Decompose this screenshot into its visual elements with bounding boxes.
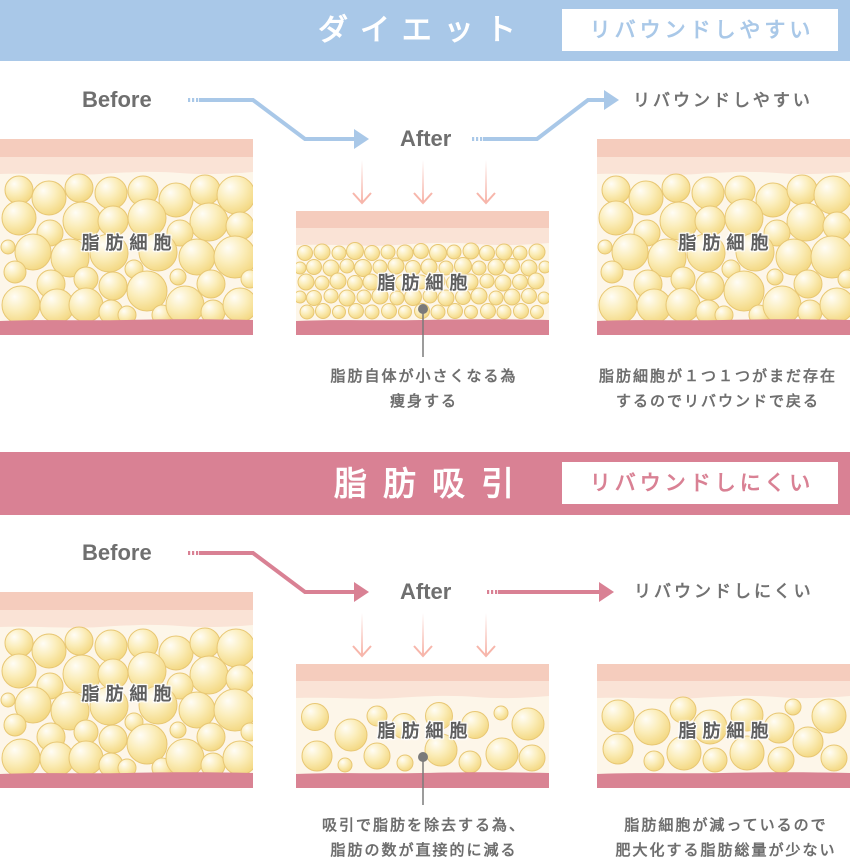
fat-cell-label: 脂肪細胞 — [377, 273, 474, 294]
diet-after-caption: 脂肪自体が小さくなる為 痩身する — [273, 364, 573, 414]
liposuction-result-label: リバウンドしにくい — [634, 582, 814, 602]
arrow-up-right-icon — [472, 90, 619, 141]
diet-after-fat-panel: 脂肪細胞 — [296, 211, 549, 335]
liposuction-after-caption: 吸引で脂肪を除去する為、 脂肪の数が直接的に減る — [273, 813, 573, 860]
caption-line: 脂肪自体が小さくなる為 — [330, 367, 518, 385]
arrow-down-icon — [352, 160, 372, 205]
diet-before-fat-panel: 脂肪細胞 — [0, 139, 253, 335]
fat-cell-label: 脂肪細胞 — [678, 721, 775, 742]
arrow-down-icon — [413, 160, 433, 205]
arrow-down-icon — [476, 613, 496, 658]
arrow-down-icon — [413, 613, 433, 658]
diet-result-label: リバウンドしやすい — [633, 91, 813, 111]
diet-header-bar: ダイエット リバウンドしやすい — [0, 0, 850, 61]
caption-line: するのでリバウンドで戻る — [615, 392, 820, 410]
diet-rebound-badge: リバウンドしやすい — [562, 9, 838, 51]
liposuction-before-label: Before — [82, 540, 152, 565]
diet-result-caption: 脂肪細胞が１つ１つがまだ存在 するのでリバウンドで戻る — [567, 364, 850, 414]
liposuction-after-label: After — [400, 579, 452, 604]
caption-line: 吸引で脂肪を除去する為、 — [321, 816, 526, 834]
fat-cell-label: 脂肪細胞 — [81, 684, 178, 705]
arrow-down-icon — [352, 613, 372, 658]
caption-line: 脂肪細胞が１つ１つがまだ存在 — [598, 367, 837, 385]
liposuction-rebound-badge: リバウンドしにくい — [562, 462, 838, 504]
arrow-right-icon — [487, 582, 614, 602]
liposuction-result-caption: 脂肪細胞が減っているので 肥大化する脂肪総量が少ない — [575, 813, 850, 860]
diet-before-label: Before — [82, 87, 152, 112]
diet-result-fat-panel: 脂肪細胞 — [597, 139, 850, 335]
caption-line: 脂肪の数が直接的に減る — [330, 841, 518, 859]
liposuction-before-fat-panel: 脂肪細胞 — [0, 592, 253, 788]
arrow-down-icon — [476, 160, 496, 205]
fat-cell-label: 脂肪細胞 — [678, 233, 775, 254]
liposuction-result-fat-panel: 脂肪細胞 — [597, 664, 850, 788]
caption-line: 痩身する — [389, 392, 458, 410]
caption-line: 脂肪細胞が減っているので — [624, 816, 828, 834]
fat-cell-label: 脂肪細胞 — [81, 233, 178, 254]
liposuction-after-fat-panel: 脂肪細胞 — [296, 664, 549, 788]
fat-cell-label: 脂肪細胞 — [377, 721, 474, 742]
liposuction-header-bar: 脂肪吸引 リバウンドしにくい — [0, 452, 850, 515]
diet-after-label: After — [400, 126, 452, 151]
liposuction-title: 脂肪吸引 — [334, 464, 530, 503]
caption-line: 肥大化する脂肪総量が少ない — [615, 841, 837, 859]
diet-title: ダイエット — [318, 13, 528, 48]
